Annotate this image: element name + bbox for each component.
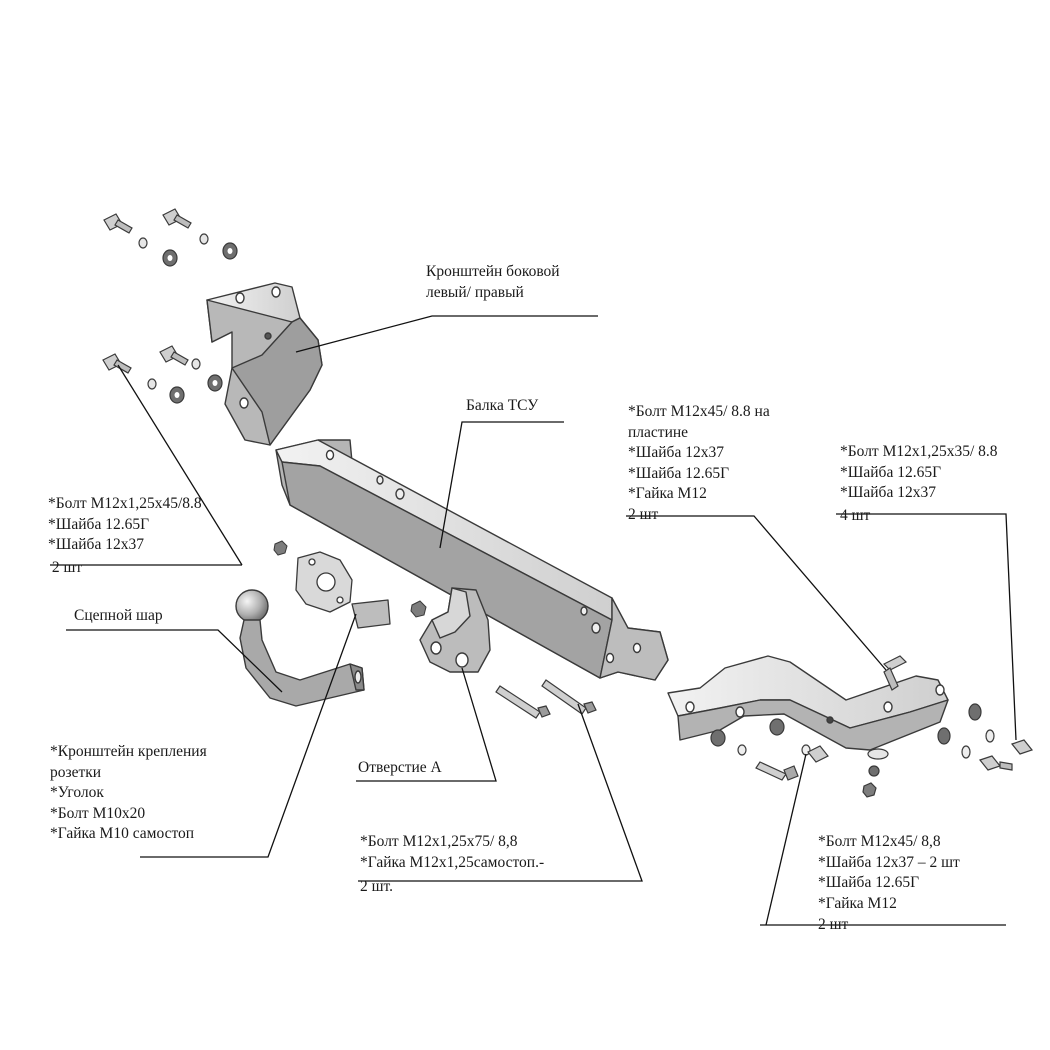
center-long-bolts (495, 679, 597, 719)
label-line: Отверстие А (358, 759, 442, 776)
tow-beam (275, 439, 669, 681)
label-line: *Болт М12х45/ 8,8 (818, 833, 941, 850)
leader-ball (66, 629, 283, 693)
right-fasteners (710, 703, 1034, 798)
label-line: Балка ТСУ (466, 397, 539, 414)
hitch-block (419, 587, 491, 673)
nut (273, 540, 288, 556)
upper-left-fasteners (103, 208, 238, 267)
right-side-bracket (667, 655, 949, 751)
label-line: Кронштейн боковой (426, 263, 560, 280)
label-line: *Болт М12х1,25х75/ 8,8 (360, 833, 518, 850)
label-right-bolts: *Болт М12х1,25х35/ 8.8 *Шайба 12.65Г *Ша… (840, 442, 998, 526)
tow-ball (235, 589, 365, 707)
label-line: левый/ правый (426, 283, 524, 301)
socket-bracket (295, 551, 391, 629)
label-hole-a: Отверстие А (358, 758, 442, 779)
washer-small (138, 237, 148, 249)
label-line: *Гайка М12 (628, 485, 707, 502)
label-line: Сцепной шар (74, 607, 163, 624)
label-line: *Шайба 12х37 (48, 536, 144, 553)
label-line: *Шайба 12.65Г (628, 464, 730, 482)
label-line: *Шайба 12х37 (840, 484, 936, 501)
label-line: *Уголок (50, 784, 104, 801)
label-line: *Болт М12х45/ 8.8 на (628, 403, 770, 420)
label-line: пластине (628, 423, 689, 441)
label-left-bolts: *Болт М12х1,25х45/8.8 *Шайба 12.65Г *Шай… (48, 494, 202, 578)
label-side-bracket: Кронштейн боковой левый/ правый (426, 262, 560, 303)
nut (410, 600, 427, 618)
label-line: *Гайка М12 (818, 894, 897, 912)
bolt-top-2 (162, 208, 192, 229)
label-line: *Шайба 12.65Г (48, 515, 150, 533)
label-line: 2 шт (818, 916, 849, 933)
label-socket-bracket: *Кронштейн крепления розетки *Уголок *Бо… (50, 742, 207, 845)
label-line: *Кронштейн крепления (50, 743, 207, 760)
side-bracket (206, 282, 323, 446)
label-line: *Гайка М12х1,25самостоп.- (360, 853, 545, 871)
plate-bolt (882, 655, 908, 691)
label-plate-bolts: *Болт М12х45/ 8.8 на пластине *Шайба 12х… (628, 402, 770, 525)
label-line: розетки (50, 763, 102, 781)
leader-socket-bracket (140, 613, 357, 858)
label-line: *Шайба 12х37 (628, 444, 724, 461)
leader-side-bracket (295, 315, 598, 353)
lower-left-fasteners (102, 345, 223, 404)
label-line: 2 шт (628, 505, 659, 523)
leader-center-bolts (358, 703, 643, 882)
label-line: 2 шт. (360, 878, 394, 895)
leader-right-bolts (836, 513, 1017, 741)
label-bottom-right-bolts: *Болт М12х45/ 8,8 *Шайба 12х37 – 2 шт *Ш… (818, 832, 960, 936)
label-line: *Болт М12х1,25х35/ 8.8 (840, 443, 998, 460)
leader-lines (50, 315, 1017, 926)
label-line: 2 шт (48, 558, 83, 576)
label-line: 4 шт (840, 506, 871, 524)
label-line: *Шайба 12.65Г (840, 463, 942, 481)
label-line: *Болт М10х20 (50, 804, 146, 822)
label-line: *Болт М12х1,25х45/8.8 (48, 495, 202, 512)
leader-left-bolts (117, 364, 243, 566)
label-line: *Шайба 12.65Г (818, 874, 920, 891)
label-line: *Шайба 12х37 – 2 шт (818, 853, 960, 871)
washer-small (199, 233, 209, 245)
label-center-bolts: *Болт М12х1,25х75/ 8,8 *Гайка М12х1,25са… (360, 832, 544, 898)
leader-beam (439, 421, 564, 549)
leader-hole-a (356, 667, 497, 782)
label-beam: Балка ТСУ (466, 396, 538, 417)
leader-plate-bolts (626, 515, 887, 671)
label-line: *Гайка М10 самостоп (50, 825, 195, 842)
bolt-top-1 (103, 213, 133, 234)
label-ball: Сцепной шар (74, 606, 163, 627)
